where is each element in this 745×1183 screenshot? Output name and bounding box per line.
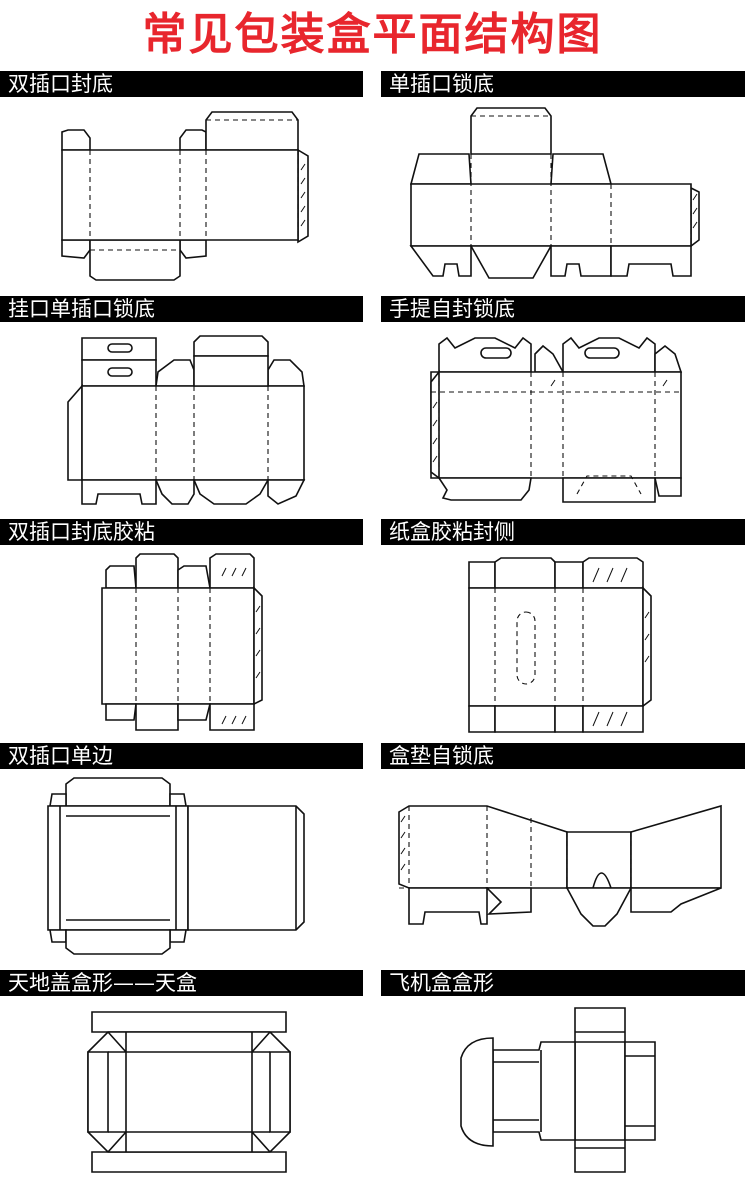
dieline-mailer-box [381,998,745,1180]
panel-header-8: 盒垫自锁底 [381,743,745,769]
panel-header-9: 天地盖盒形——天盒 [0,970,363,996]
dieline-self-lock-tray [381,772,745,964]
panel-header-5: 双插口封底胶粘 [0,519,363,545]
dieline-lid-box [0,998,363,1180]
dieline-double-tuck-single-side [0,772,363,964]
panel-header-3: 挂口单插口锁底 [0,296,363,322]
panel-header-1: 双插口封底 [0,71,363,97]
panel-header-10: 飞机盒盒形 [381,970,745,996]
panel-header-4: 手提自封锁底 [381,296,745,322]
dieline-double-tuck-glued [0,548,363,740]
panel-header-7: 双插口单边 [0,743,363,769]
dieline-double-tuck [0,100,363,290]
panel-header-2: 单插口锁底 [381,71,745,97]
panel-header-6: 纸盒胶粘封侧 [381,519,745,545]
page-title: 常见包装盒平面结构图 [142,9,603,60]
dieline-handle-self-lock [381,326,745,516]
dieline-single-tuck-lock-bottom [381,100,745,290]
dieline-glued-side [381,548,745,740]
dieline-hang-tab-lock-bottom [0,326,363,516]
